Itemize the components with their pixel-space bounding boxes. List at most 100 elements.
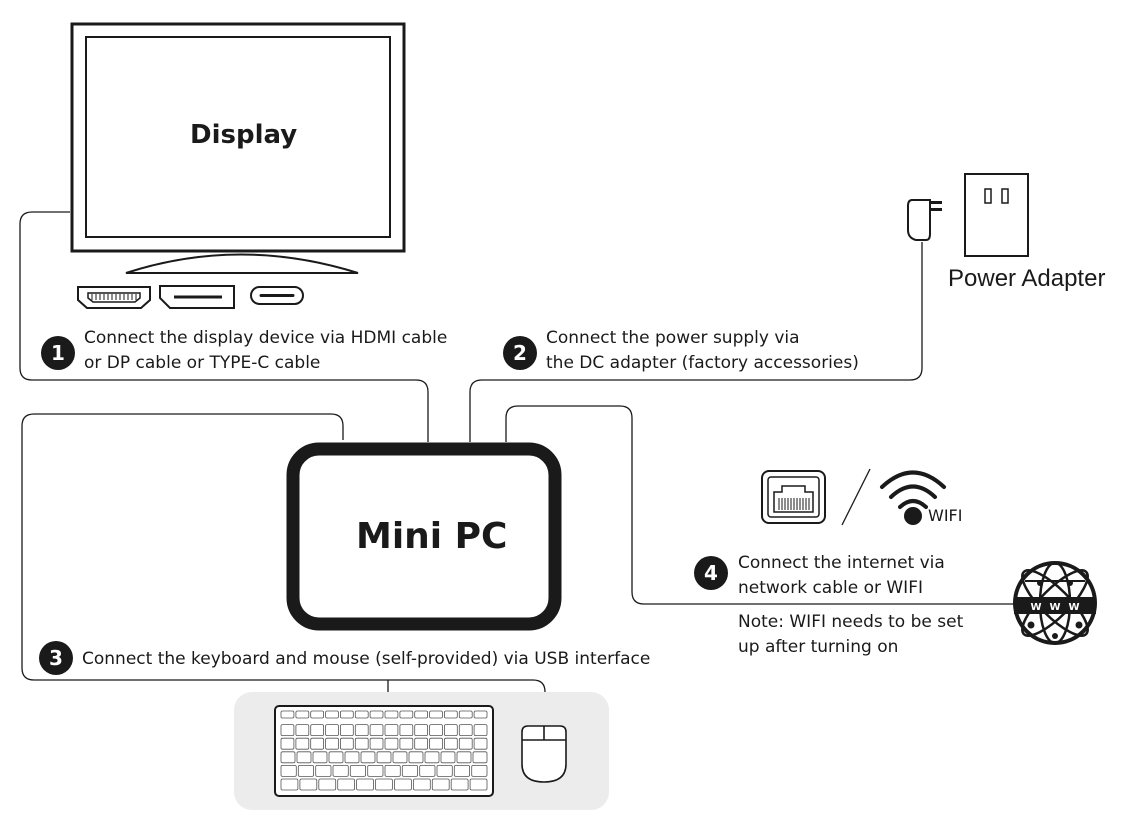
keyboard-key: [414, 710, 429, 719]
minipc-label: Mini PC: [356, 516, 508, 557]
keyboard-key: [280, 751, 296, 764]
keyboard-key: [280, 778, 299, 791]
keyboard-key: [296, 751, 312, 764]
ethernet-port-icon: [761, 470, 826, 524]
keyboard-key: [339, 724, 354, 736]
keyboard-key: [472, 751, 488, 764]
keyboard-key: [295, 724, 310, 736]
mouse-icon: [521, 725, 567, 783]
keyboard-key: [354, 737, 369, 750]
step-4-line-1: Connect the internet via: [738, 553, 945, 573]
step-3-line-1: Connect the keyboard and mouse (self-pro…: [82, 649, 651, 669]
keyboard-key: [431, 778, 450, 791]
keyboard-key: [325, 724, 339, 736]
keyboard-key: [369, 737, 384, 750]
keyboard-key: [356, 778, 374, 791]
keyboard-key: [325, 737, 339, 750]
type-c-port-icon: [250, 286, 304, 305]
keyboard-key: [344, 751, 360, 764]
keyboard-key: [369, 724, 384, 736]
keyboard-key: [310, 724, 325, 736]
monitor-icon: [70, 22, 406, 274]
wall-socket-icon: [964, 173, 1029, 257]
keyboard-key: [443, 737, 458, 750]
keyboard-key: [375, 778, 393, 791]
keyboard-key: [280, 724, 295, 736]
keyboard-key: [367, 765, 384, 777]
keyboard-key: [458, 710, 473, 719]
www-letter-3: W: [1068, 602, 1079, 613]
keyboard-key: [360, 751, 376, 764]
display-label: Display: [190, 120, 298, 150]
keyboard-key: [297, 765, 314, 777]
www-letter-2: W: [1049, 602, 1060, 613]
globe-www-label: W W W: [1030, 602, 1079, 613]
keyboard-key: [354, 710, 369, 719]
keyboard-key: [399, 737, 414, 750]
keyboard-key: [310, 710, 325, 719]
keyboard-key: [354, 724, 369, 736]
step-1-badge: 1: [41, 336, 75, 370]
note-line-1: Note: WIFI needs to be set: [738, 612, 964, 632]
keyboard-key: [280, 765, 297, 777]
power-wire: [469, 242, 923, 442]
keyboard-key: [453, 765, 470, 777]
keyboard-key: [392, 751, 408, 764]
keyboard-key: [458, 724, 473, 736]
wifi-label: WIFI: [928, 506, 963, 525]
power-plug-icon: [907, 199, 942, 241]
step-2-line-2: the DC adapter (factory accessories): [546, 353, 859, 373]
step-3-badge: 3: [39, 641, 73, 675]
keyboard-key: [419, 765, 436, 777]
keyboard-key: [369, 710, 384, 719]
keyboard-key: [473, 710, 488, 719]
keyboard-key: [414, 737, 429, 750]
wifi-dot: [904, 507, 922, 525]
keyboard-key: [450, 778, 469, 791]
keyboard-key: [310, 737, 325, 750]
keyboard-key: [384, 737, 399, 750]
keyboard-key: [295, 737, 310, 750]
keyboard-key: [339, 710, 354, 719]
keyboard-key: [469, 778, 488, 791]
keyboard-key: [471, 765, 488, 777]
keyboard-key: [280, 710, 295, 719]
globe-icon: [1013, 561, 1097, 645]
keyboard-key: [440, 751, 456, 764]
keyboard-key: [399, 710, 414, 719]
display-wire: [19, 211, 429, 442]
keyboard-key: [399, 724, 414, 736]
keyboard-key: [412, 778, 431, 791]
keyboard-key: [429, 737, 443, 750]
step-1-line-1: Connect the display device via HDMI cabl…: [84, 328, 448, 348]
keyboard-key: [318, 778, 337, 791]
wifi-icon: [880, 470, 946, 509]
keyboard-key: [376, 751, 392, 764]
keyboard-key: [299, 778, 318, 791]
keyboard-key: [436, 765, 453, 777]
keyboard-key: [429, 710, 443, 719]
slash-separator: [841, 468, 871, 526]
keyboard-key: [384, 710, 399, 719]
keyboard-key: [401, 765, 418, 777]
step-4-line-2: network cable or WIFI: [738, 578, 923, 598]
note-line-2: up after turning on: [738, 637, 899, 657]
keyboard-key: [473, 737, 488, 750]
keyboard-key: [408, 751, 424, 764]
keyboard-key: [429, 724, 443, 736]
keyboard-icon: [274, 705, 494, 797]
keyboard-key: [458, 737, 473, 750]
network-wire: [505, 405, 1018, 605]
keyboard-key: [443, 724, 458, 736]
keyboard-key: [315, 765, 332, 777]
keyboard-key: [349, 765, 366, 777]
minipc-box: [286, 442, 562, 631]
keyboard-key: [312, 751, 328, 764]
keyboard-key: [384, 765, 401, 777]
step-1-line-2: or DP cable or TYPE-C cable: [84, 353, 321, 373]
keyboard-key: [280, 737, 295, 750]
keyboard-key: [337, 778, 356, 791]
step-2-line-1: Connect the power supply via: [546, 328, 800, 348]
keyboard-key: [328, 751, 344, 764]
